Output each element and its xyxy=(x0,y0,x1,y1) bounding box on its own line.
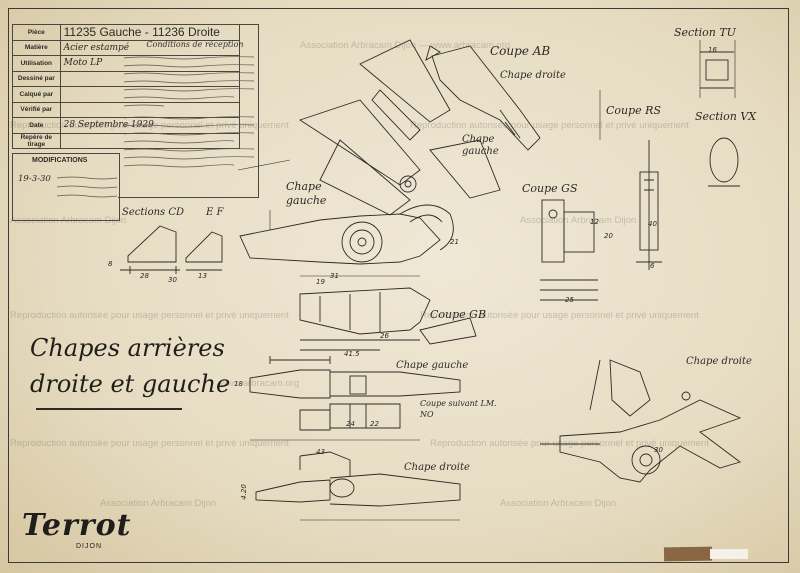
watermark-line: Reproduction autorisée pour usage person… xyxy=(10,438,289,449)
part-chape-droite-bottom xyxy=(255,451,461,507)
dimension-label: 30 xyxy=(654,446,663,454)
part-coupe-gb xyxy=(299,287,477,351)
watermark-line: Reproduction autorisée pour usage person… xyxy=(10,310,289,321)
view-label-coupe-lm: Coupe suivant LM. NO xyxy=(420,399,497,419)
view-label-chape-droite-top: Chape droite xyxy=(500,70,566,81)
part-section-tu xyxy=(700,51,734,89)
dimension-label: 21 xyxy=(450,238,459,246)
view-label-chape-gauche-mid: Chape gauche xyxy=(286,180,327,207)
view-label-chape-droite-right: Chape droite xyxy=(686,356,752,367)
dimension-label: 28 xyxy=(140,272,149,280)
drawing-title-line1: Chapes arrières xyxy=(30,334,225,362)
terrot-logo: Terrot xyxy=(22,508,132,543)
conditions-box xyxy=(118,24,259,198)
dimension-label: 18 xyxy=(234,380,243,388)
part-chape-top xyxy=(298,39,501,216)
watermark-line: Association Arbracam Dijon xyxy=(500,498,617,509)
watermark-line: Association Arbracam Dijon xyxy=(100,498,217,509)
view-label-section-vx: Section VX xyxy=(695,110,757,123)
conditions-handwriting xyxy=(122,52,260,175)
dimension-label: 12 xyxy=(590,218,599,226)
part-coupe-gs xyxy=(540,199,598,301)
tape-mark xyxy=(710,549,748,559)
dimension-label: 26 xyxy=(380,332,389,340)
modifications-box xyxy=(12,153,120,221)
view-label-ef: E F xyxy=(206,207,224,218)
tape-mark xyxy=(663,546,713,562)
modifications-handwriting xyxy=(56,172,118,211)
dimension-label: 22 xyxy=(370,420,379,428)
dimension-lines xyxy=(237,40,736,521)
dimension-label: 13 xyxy=(198,272,207,280)
sheet-border xyxy=(8,8,789,563)
dimension-label: 43 xyxy=(316,448,325,456)
view-label-coupe-gs: Coupe GS xyxy=(522,182,578,195)
part-chape-droite-right xyxy=(540,359,742,483)
dimension-label: 41.5 xyxy=(344,350,360,358)
dimension-label: 4.20 xyxy=(239,484,248,500)
view-label-sections-cd: Sections CD xyxy=(122,207,185,218)
view-label-coupe-rs: Coupe RS xyxy=(606,104,661,117)
dimension-label: 20 xyxy=(604,232,613,240)
dimension-label: 24 xyxy=(346,420,355,428)
part-section-vx xyxy=(708,137,740,187)
watermark-line: www.arbracam.org xyxy=(220,378,300,389)
dimension-label: 8 xyxy=(108,260,113,268)
dimension-label: 6 xyxy=(650,262,655,270)
conditions-title: Conditions de réception xyxy=(146,40,244,49)
view-label-chape-gauche-top: Chape gauche xyxy=(462,134,499,157)
watermark-line: Association Arbracam Dijon — www.arbraca… xyxy=(300,40,511,51)
dimension-label: 31 xyxy=(330,272,339,280)
part-coupe-rs xyxy=(636,140,662,270)
drawing-title: Chapes arrières droite et gauche xyxy=(30,330,230,402)
dimension-label: 16 xyxy=(708,46,717,54)
view-label-chape-droite-bottom: Chape droite xyxy=(404,462,470,473)
modifications-scribble xyxy=(56,176,118,198)
part-chape-gauche-main xyxy=(239,175,454,265)
drawing-title-line2: droite et gauche xyxy=(30,370,231,398)
title-underline xyxy=(36,408,182,410)
part-coupe-ab xyxy=(425,45,541,151)
view-label-coupe-gb: Coupe GB xyxy=(430,308,487,321)
dimension-label: 30 xyxy=(168,276,177,284)
watermark-line: Association Arbracam Dijon xyxy=(520,215,637,226)
title-block: Pièce 11235 Gauche - 11236 Droite Matièr… xyxy=(12,24,241,149)
part-chape-gauche-bottom xyxy=(249,356,461,431)
conditions-scribble xyxy=(123,56,255,168)
watermark-line: Reproduction autorisée pour usage person… xyxy=(410,120,689,131)
logo-city: DIJON xyxy=(76,543,102,550)
modifications-date: 19-3-30 xyxy=(18,174,51,184)
dimension-label: 19 xyxy=(316,278,325,286)
watermark-line: Reproduction autorisée pour usage person… xyxy=(420,310,699,321)
dimension-label: 25 xyxy=(565,296,574,304)
view-label-section-tu: Section TU xyxy=(674,26,736,39)
modifications-title: MODIFICATIONS xyxy=(32,157,88,164)
view-label-coupe-ab: Coupe AB xyxy=(490,44,551,58)
view-label-chape-gauche-bottom: Chape gauche xyxy=(396,360,469,371)
dimension-label: 40 xyxy=(648,220,657,228)
watermark-line: Reproduction autorisée pour usage person… xyxy=(430,438,709,449)
part-sections-cd xyxy=(120,225,223,274)
